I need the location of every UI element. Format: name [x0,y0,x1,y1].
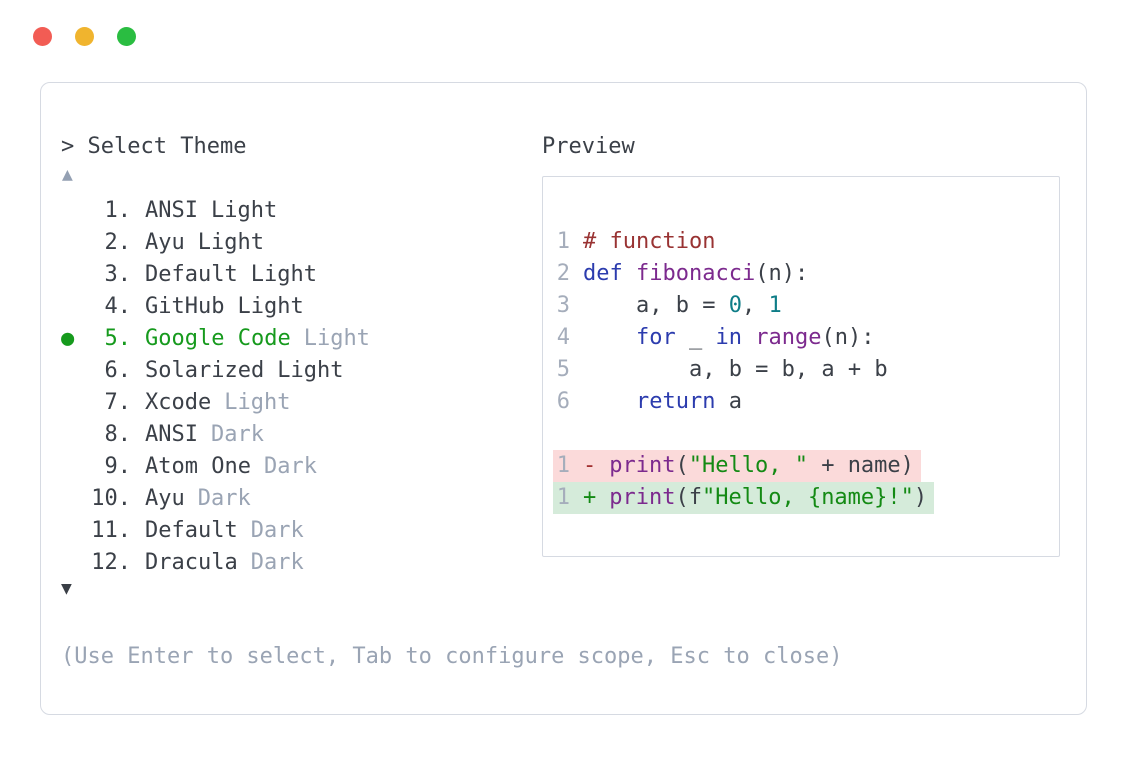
line-number: 1 [556,229,570,254]
code-token: a, b = b, a + b [583,357,888,382]
minimize-button[interactable] [75,27,94,46]
code-line: 3 a, b = 0, 1 [556,290,1059,322]
code-token: for [635,325,676,350]
code-token: "Hello, {name}!" [701,485,914,510]
line-number: 3 [556,293,570,318]
close-button[interactable] [33,27,52,46]
line-number: 1 [556,453,570,478]
selection-bullet-slot [61,387,90,419]
code-token: range [755,325,822,350]
blank-code-line [556,418,1059,450]
code-token: print [609,453,676,478]
line-number: 4 [556,325,570,350]
code-token: print [609,485,676,510]
selection-bullet-slot [61,483,90,515]
line-number: 5 [556,357,570,382]
code-token: (n): [755,261,809,286]
code-token: 0 [728,293,742,318]
code-token: return [635,389,716,414]
diff-removed-highlight: 1-print("Hello, " + name) [553,450,921,482]
code-token [583,325,636,350]
code-token: "Hello, " [688,453,808,478]
code-token [583,389,636,414]
code-line: 1 # function [556,226,1059,258]
selection-bullet-slot [61,547,90,579]
selection-bullet-slot [61,419,90,451]
line-number: 2 [556,261,570,286]
code-token: 1 [768,293,782,318]
selection-bullet-slot [61,195,90,227]
selection-bullet-icon: ● [61,326,75,351]
code-token: , [741,293,769,318]
code-token [623,261,636,286]
code-line: 2 def fibonacci(n): [556,258,1059,290]
prompt-caret: > [61,134,75,159]
selection-bullet-slot [61,451,90,483]
selection-bullet-slot [61,355,90,387]
diff-plus-sign: + [583,485,597,510]
diff-line-removed: 1-print("Hello, " + name) [553,450,1059,482]
code-token: (n): [821,325,875,350]
code-token: ( [675,453,689,478]
diff-minus-sign: - [583,453,597,478]
code-token: # function [583,229,716,254]
line-number: 6 [556,389,570,414]
selection-bullet-slot [61,515,90,547]
code-token: a [715,389,742,414]
code-token: ) [913,485,928,510]
scroll-down-icon[interactable]: ▼ [61,578,72,599]
code-token: _ [675,325,716,350]
code-line: 4 for _ in range(n): [556,322,1059,354]
code-token [742,325,755,350]
code-token: fibonacci [636,261,756,286]
picker-header: > Select Theme [61,133,246,161]
code-token: in [715,325,742,350]
code-token: def [583,261,623,286]
zoom-button[interactable] [117,27,136,46]
selection-bullet-slot [61,227,90,259]
preview-label: Preview [542,134,635,159]
scroll-up-icon[interactable]: ▲ [62,164,73,185]
selection-bullet-slot [61,259,90,291]
diff-line-added: 1 + print(f"Hello, {name}!") [553,482,1059,514]
picker-title: Select Theme [87,134,247,159]
code-token: (f [675,485,702,510]
code-line: 5 a, b = b, a + b [556,354,1059,386]
line-number: 1 [556,485,570,510]
code-token: + name) [807,453,914,478]
selection-bullet-slot [61,291,90,323]
diff-added-highlight: 1 + print(f"Hello, {name}!") [553,482,935,514]
keyboard-hint: (Use Enter to select, Tab to configure s… [61,644,843,669]
code-token: a, b = [583,293,729,318]
code-line: 6 return a [556,386,1059,418]
